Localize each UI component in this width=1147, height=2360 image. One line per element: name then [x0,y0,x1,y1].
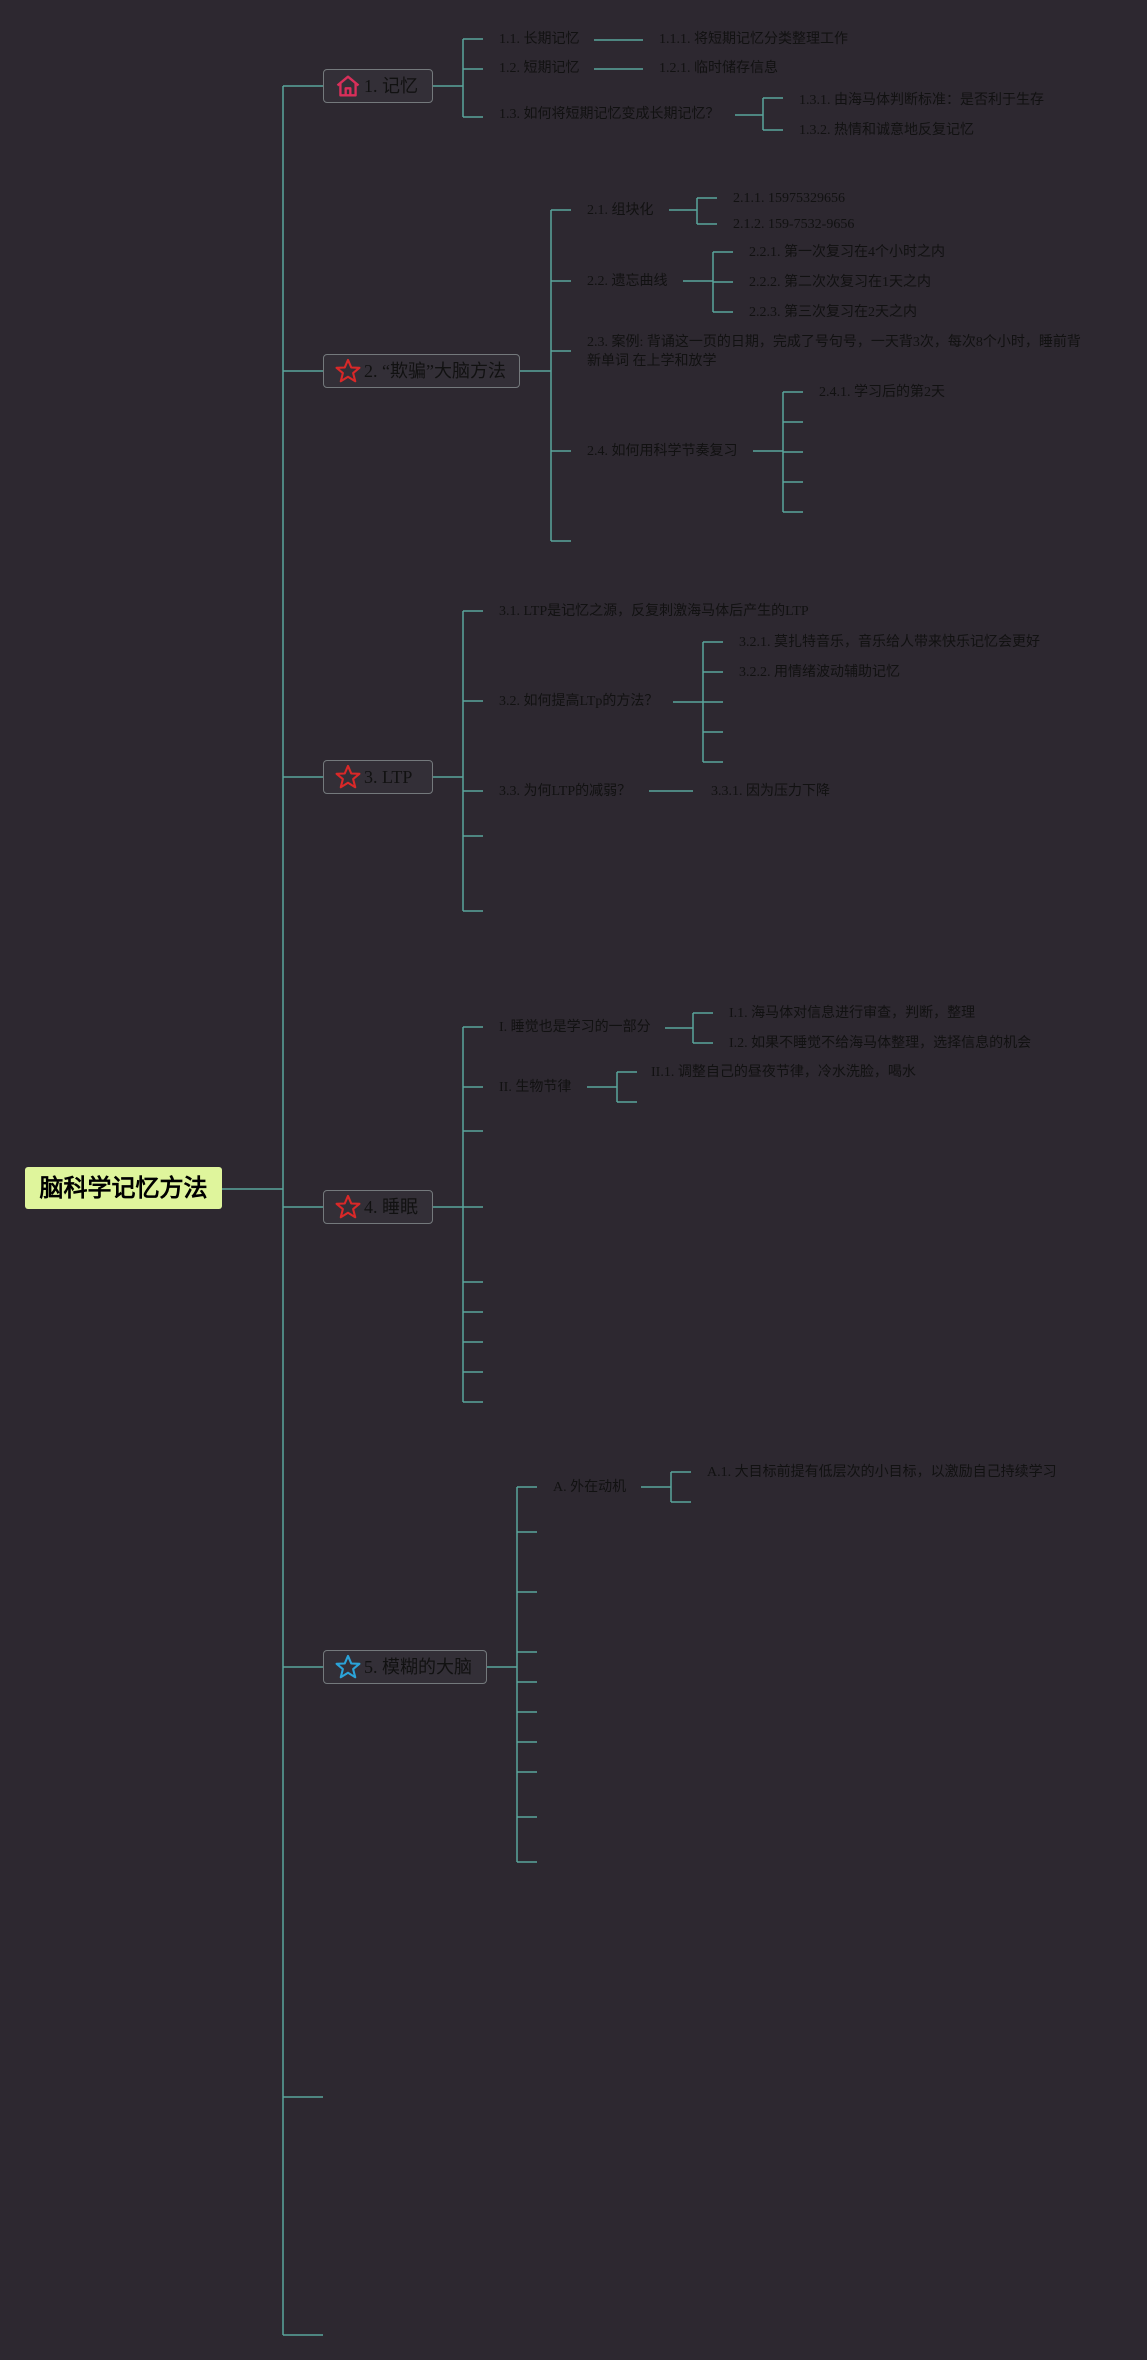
topic-fuzzy-brain[interactable]: 5. 模糊的大脑 [323,1650,487,1684]
trunk-branches [283,85,323,2336]
node-3-1[interactable]: 3.1. LTP是记忆之源，反复刺激海马体后产生的LTP [499,604,809,619]
star-icon [334,763,362,791]
node-3-3-1[interactable]: 3.3.1. 因为压力下降 [711,784,830,799]
node-1-3-2[interactable]: 1.3.2. 热情和诚意地反复记忆 [799,123,974,138]
connector-t2-n4 [753,391,803,513]
connector-t2-n2 [683,251,733,313]
star-icon [334,357,362,385]
topic-memory[interactable]: 1. 记忆 [323,69,433,103]
node-4-2-1[interactable]: II.1. 调整自己的昼夜节律，冷水洗脸，喝水 [651,1065,916,1080]
topic-label: 5. 模糊的大脑 [364,1656,472,1677]
node-1-3[interactable]: 1.3. 如何将短期记忆变成长期记忆？ [499,107,720,122]
node-1-1[interactable]: 1.1. 长期记忆 [499,32,580,47]
node-2-1[interactable]: 2.1. 组块化 [587,203,654,218]
node-1-3-1[interactable]: 1.3.1. 由海马体判断标准：是否利于生存 [799,93,1044,108]
node-3-2[interactable]: 3.2. 如何提高LTp的方法？ [499,694,659,709]
topic-label: 4. 睡眠 [364,1196,418,1217]
connector-t3 [433,610,483,912]
node-5-1-1[interactable]: A.1. 大目标前提有低层次的小目标，以激励自己持续学习 [707,1465,1057,1480]
topic-label: 2. “欺骗”大脑方法 [364,360,506,381]
topic-label: 1. 记忆 [364,75,418,96]
node-3-2-2[interactable]: 3.2.2. 用情绪波动辅助记忆 [739,665,900,680]
connector-t5 [487,1486,537,1863]
root-topic[interactable]: 脑科学记忆方法 [25,1167,222,1209]
node-2-1-2[interactable]: 2.1.2. 159-7532-9656 [733,217,855,232]
node-2-2-1[interactable]: 2.2.1. 第一次复习在4个小时之内 [749,245,945,260]
home-icon [334,72,362,100]
node-2-3[interactable]: 2.3. 案例: 背诵这一页的日期，完成了号句号，一天背3次，每次8个小时，睡前… [587,335,1081,369]
node-3-2-1[interactable]: 3.2.1. 莫扎特音乐，音乐给人带来快乐记忆会更好 [739,635,1040,650]
connector-t4-n2 [587,1071,637,1103]
node-4-1-2[interactable]: I.2. 如果不睡觉不给海马体整理，选择信息的机会 [729,1036,1032,1051]
node-2-2-2[interactable]: 2.2.2. 第二次次复习在1天之内 [749,275,931,290]
topic-trick-brain[interactable]: 2. “欺骗”大脑方法 [323,354,520,388]
node-4-2[interactable]: II. 生物节律 [499,1080,572,1095]
connector-t1-n3 [735,97,783,131]
star-icon [334,1193,362,1221]
connector-t5-n1 [641,1471,691,1503]
connector-t1-leaf [594,39,643,70]
connector-t3-n2 [673,641,723,763]
connector-t1 [433,38,483,118]
node-3-3[interactable]: 3.3. 为何LTP的减弱？ [499,784,632,799]
topic-label: 3. LTP [364,766,413,787]
node-2-4-1[interactable]: 2.4.1. 学习后的第2天 [819,385,945,400]
connector-t4-n1 [665,1012,713,1044]
connector-t2-n1 [669,197,717,225]
node-2-2-3[interactable]: 2.2.3. 第三次复习在2天之内 [749,305,917,320]
node-2-4[interactable]: 2.4. 如何用科学节奏复习 [587,444,738,459]
connector-t2 [520,209,571,542]
topic-sleep[interactable]: 4. 睡眠 [323,1190,433,1224]
node-2-1-1[interactable]: 2.1.1. 15975329656 [733,191,845,206]
node-4-1-1[interactable]: I.1. 海马体对信息进行审查，判断，整理 [729,1006,976,1021]
node-2-2[interactable]: 2.2. 遗忘曲线 [587,274,668,289]
star-icon [334,1653,362,1681]
node-1-2[interactable]: 1.2. 短期记忆 [499,61,580,76]
node-1-2-1[interactable]: 1.2.1. 临时储存信息 [659,61,778,76]
node-1-1-1[interactable]: 1.1.1. 将短期记忆分类整理工作 [659,32,848,47]
node-5-1[interactable]: A. 外在动机 [553,1480,627,1495]
node-4-1[interactable]: I. 睡觉也是学习的一部分 [499,1020,651,1035]
connector-t4 [433,1026,483,1403]
topic-ltp[interactable]: 3. LTP [323,760,433,794]
